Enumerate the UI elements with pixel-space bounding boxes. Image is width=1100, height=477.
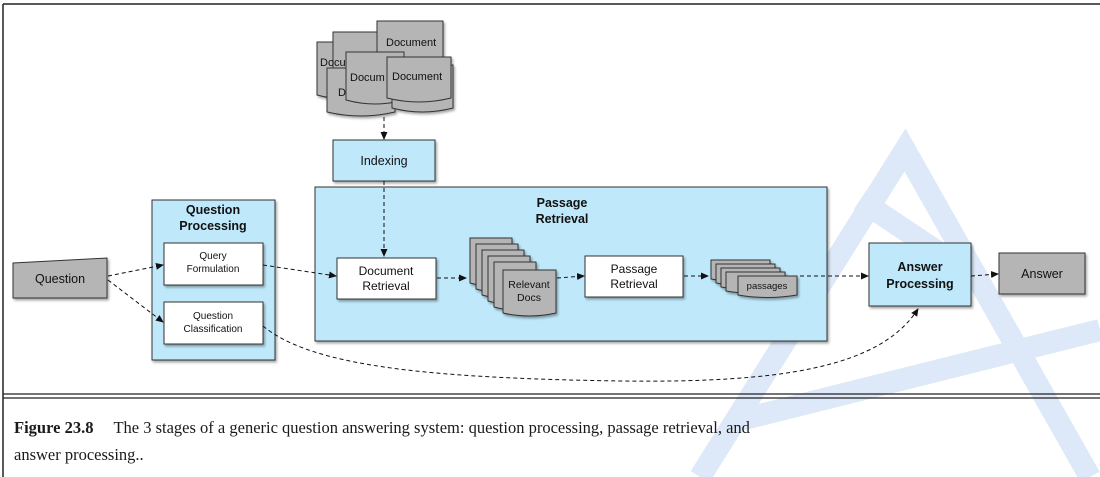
passages-stack xyxy=(710,259,798,298)
answer-processing-to-answer-arrow xyxy=(970,271,999,279)
caption-line-2: answer processing.. xyxy=(14,445,144,464)
question-to-classification-arrow xyxy=(107,279,164,323)
classification-to-answer-processing-arrow xyxy=(262,308,919,382)
relevant-to-passage-retrieval-arrow xyxy=(556,273,585,281)
indexing-box xyxy=(332,139,436,182)
query-formulation-label: Formulation xyxy=(187,264,240,275)
passage-retrieval-box-label: Passage xyxy=(611,262,658,276)
question-classification-box xyxy=(163,301,264,345)
caption-line-1: Figure 23.8 The 3 stages of a generic que… xyxy=(14,414,1100,441)
question-label: Question xyxy=(35,272,85,286)
query-to-document-retrieval-arrow xyxy=(262,264,337,279)
document-retrieval-box xyxy=(336,257,437,300)
doc-label: Document xyxy=(392,71,442,83)
query-formulation-label: Query xyxy=(199,251,226,262)
relevant-docs-label: Relevant xyxy=(508,279,550,291)
doc-label: Document xyxy=(386,37,436,49)
passage-retrieval-box xyxy=(584,255,684,298)
question-classification-label: Question xyxy=(193,311,233,322)
answer-output-box xyxy=(998,252,1086,295)
relevant-docs-stack xyxy=(469,237,557,317)
passages-label: passages xyxy=(747,281,788,292)
query-formulation-box xyxy=(163,242,264,286)
connectors xyxy=(107,117,999,382)
doc-label: Docum xyxy=(350,72,385,84)
frame-borders xyxy=(2,3,1100,477)
answer-processing-box xyxy=(868,242,972,307)
passage-retrieval-title: Retrieval xyxy=(536,212,589,226)
indexing-label: Indexing xyxy=(360,154,407,168)
answer-processing-label: Processing xyxy=(886,277,953,291)
document-stack xyxy=(316,20,454,117)
passage-retrieval-title: Passage xyxy=(537,196,588,210)
doc-label: D xyxy=(338,87,346,99)
question-processing-title: Question xyxy=(186,203,240,217)
doc-label: Docu xyxy=(320,57,346,69)
figure-caption: Figure 23.8 The 3 stages of a generic que… xyxy=(14,414,1100,468)
relevant-docs-label: Docs xyxy=(517,292,541,304)
question-input-shape xyxy=(12,257,108,299)
document-retrieval-label: Retrieval xyxy=(362,279,409,293)
answer-label: Answer xyxy=(1021,267,1063,281)
passage-retrieval-box-label: Retrieval xyxy=(610,277,657,291)
question-classification-label: Classification xyxy=(184,324,243,335)
question-to-query-arrow xyxy=(107,262,164,277)
caption-figure-number: Figure 23.8 xyxy=(14,418,94,437)
question-processing-title: Processing xyxy=(179,219,246,233)
answer-processing-label: Answer xyxy=(897,260,942,274)
caption-text: The 3 stages of a generic question answe… xyxy=(113,418,750,437)
document-retrieval-label: Document xyxy=(359,264,414,278)
document-labels: Docu Document Docum Document D xyxy=(320,37,442,99)
